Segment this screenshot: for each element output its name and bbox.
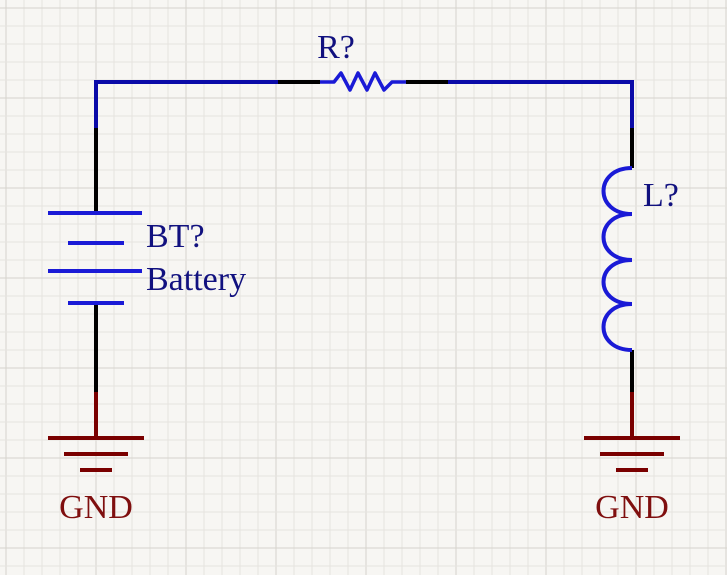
top-wire[interactable] xyxy=(94,80,634,128)
resistor-symbol[interactable]: R? xyxy=(278,29,448,92)
ground-net-label-left: GND xyxy=(59,489,133,526)
resistor-zigzag xyxy=(320,71,406,92)
battery-symbol[interactable]: BT? Battery xyxy=(48,128,246,392)
inductor-symbol[interactable]: L? xyxy=(601,128,679,392)
ground-symbol-left[interactable]: GND xyxy=(48,392,144,526)
battery-designator: BT? xyxy=(146,218,205,255)
resistor-designator: R? xyxy=(317,29,355,66)
inductor-coil xyxy=(601,166,633,352)
ground-net-label-right: GND xyxy=(595,489,669,526)
inductor-designator: L? xyxy=(643,177,679,214)
ground-symbol-right[interactable]: GND xyxy=(584,392,680,526)
battery-comment: Battery xyxy=(146,261,246,298)
